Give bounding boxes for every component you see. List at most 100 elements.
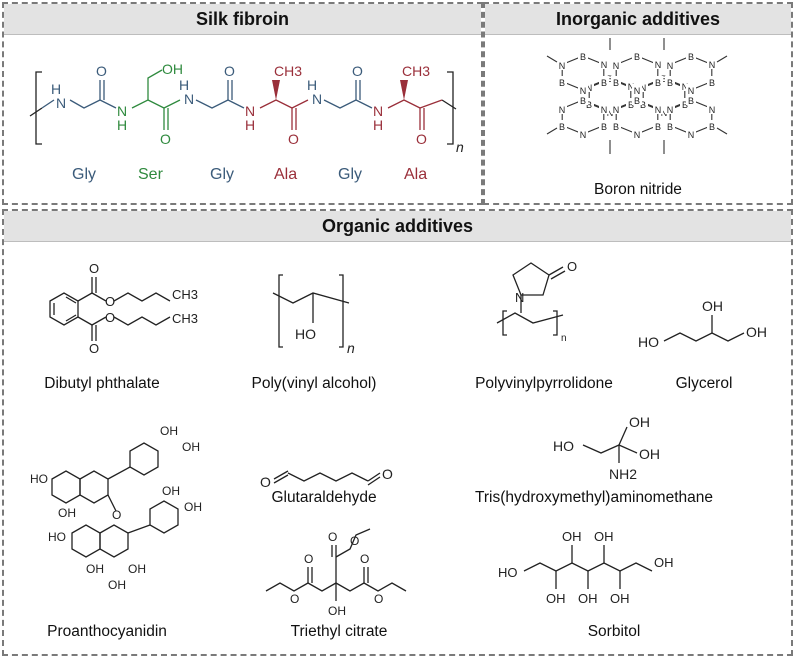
nitrogen-atom: N xyxy=(586,83,593,93)
terminal-bond xyxy=(546,55,558,63)
n-label: N xyxy=(373,103,383,119)
n-label: N xyxy=(184,91,194,107)
nitrogen-atom: N xyxy=(655,60,662,70)
ho-label: HO xyxy=(553,438,574,454)
n-label: H xyxy=(307,77,317,93)
n-label: N xyxy=(312,91,322,107)
boron-atom: B xyxy=(559,78,565,88)
nitrogen-atom: N xyxy=(580,130,587,140)
oh-label: OH xyxy=(162,61,183,77)
ho-label: HO xyxy=(295,326,316,342)
nitrogen-atom: N xyxy=(709,60,716,70)
ch3-label: CH3 xyxy=(172,287,198,302)
boron-atom: B xyxy=(709,78,715,88)
h-label: H xyxy=(245,117,255,133)
nitrogen-atom: N xyxy=(628,82,635,92)
boron-atom: B xyxy=(613,122,619,132)
n-label: N xyxy=(245,103,255,119)
nitrogen-atom: N xyxy=(559,61,566,71)
o-label: O xyxy=(105,294,115,309)
oh-label: OH xyxy=(639,446,660,462)
nitrogen-atom: N xyxy=(634,86,641,96)
oh-label: OH xyxy=(108,578,126,592)
o-label: O xyxy=(89,261,99,276)
nitrogen-atom: N xyxy=(613,61,620,71)
triethyl-citrate-caption: Triethyl citrate xyxy=(290,623,388,640)
residue-label: Ala xyxy=(274,166,297,183)
oh-label: OH xyxy=(184,500,202,514)
nh-label: H xyxy=(51,81,61,97)
o-label: O xyxy=(328,530,337,544)
inorganic-additives-title: Inorganic additives xyxy=(485,4,791,35)
o-label: O xyxy=(160,131,171,147)
o-label: O xyxy=(374,592,383,606)
o-label: O xyxy=(105,310,115,325)
boron-atom: B xyxy=(634,96,640,106)
oh-label: OH xyxy=(702,298,723,314)
terminal-bond xyxy=(546,127,558,135)
h-label: H xyxy=(373,117,383,133)
glycerol-structure: HO OH OH xyxy=(638,298,767,350)
silk-fibroin-title: Silk fibroin xyxy=(4,4,481,35)
nitrogen-atom: N xyxy=(559,105,566,115)
oh-label: OH xyxy=(610,591,630,606)
o-label: O xyxy=(96,63,107,79)
boron-atom: B xyxy=(634,52,640,62)
nh2-label: NH2 xyxy=(609,466,637,482)
oh-label: OH xyxy=(629,414,650,430)
boron-atom: B xyxy=(709,122,715,132)
polyvinyl-alcohol-caption: Poly(vinyl alcohol) xyxy=(251,375,377,392)
residue-label: Ser xyxy=(138,166,164,183)
nitrogen-atom: N xyxy=(667,61,674,71)
nitrogen-atom: N xyxy=(634,130,641,140)
ho-label: HO xyxy=(30,472,48,486)
oh-label: OH xyxy=(578,591,598,606)
oh-label: OH xyxy=(160,424,178,438)
glutaraldehyde-caption: Glutaraldehyde xyxy=(271,489,377,506)
o-label: O xyxy=(89,341,99,356)
boron-atom: B xyxy=(628,100,634,110)
o-label: O xyxy=(352,63,363,79)
nitrogen-atom: N xyxy=(709,105,716,115)
o-label: O xyxy=(290,592,299,606)
ho-label: HO xyxy=(48,530,66,544)
oh-label: OH xyxy=(328,604,346,618)
oh-label: OH xyxy=(182,440,200,454)
h-label: H xyxy=(117,117,127,133)
repeat-n-label: n xyxy=(347,340,355,356)
boron-atom: B xyxy=(655,122,661,132)
nitrogen-atom: N xyxy=(661,108,668,118)
nitrogen-atom: N xyxy=(688,130,695,140)
triethyl-citrate-structure: O O O O OH O O xyxy=(265,528,407,618)
o-label: O xyxy=(288,131,299,147)
proanthocyanidin-caption: Proanthocyanidin xyxy=(47,623,167,640)
organic-additives-title: Organic additives xyxy=(4,211,791,242)
boron-atom: B xyxy=(601,78,607,88)
boron-atom: B xyxy=(580,52,586,62)
nitrogen-atom: N xyxy=(688,86,695,96)
nitrogen-atom: N xyxy=(580,86,587,96)
silk-fibroin-structure: H N O N H OH O H N O N H CH3 O H N O N H… xyxy=(29,61,464,183)
o-label: O xyxy=(112,508,121,522)
o-label: O xyxy=(304,552,313,566)
tris-caption: Tris(hydroxymethyl)aminomethane xyxy=(474,489,714,506)
nh-label: N xyxy=(117,103,127,119)
o-label: O xyxy=(382,466,393,482)
residue-label: Gly xyxy=(72,166,96,183)
organic-additives-panel: Organic additives O O O O CH3 CH3 Dibuty… xyxy=(2,209,793,656)
nitrogen-atom: N xyxy=(655,105,662,115)
n-label: N xyxy=(515,290,524,305)
n-label: N xyxy=(56,95,66,111)
oh-label: OH xyxy=(128,562,146,576)
nitrogen-atom: N xyxy=(667,105,674,115)
boron-atom: B xyxy=(607,74,613,84)
boron-atom: B xyxy=(655,78,661,88)
dibutyl-phthalate-caption: Dibutyl phthalate xyxy=(44,375,160,392)
polyvinylpyrrolidone-caption: Polyvinylpyrrolidone xyxy=(475,375,613,392)
boron-nitride-structure: BNBNBNBNBNBNBNBNBNBNBNBNBNBNBNBNBNBNBNBN… xyxy=(546,38,728,154)
boron-atom: B xyxy=(559,122,565,132)
ho-label: HO xyxy=(638,334,659,350)
residue-label: Gly xyxy=(210,166,234,183)
dibutyl-phthalate-structure: O O O O CH3 CH3 xyxy=(49,261,198,356)
